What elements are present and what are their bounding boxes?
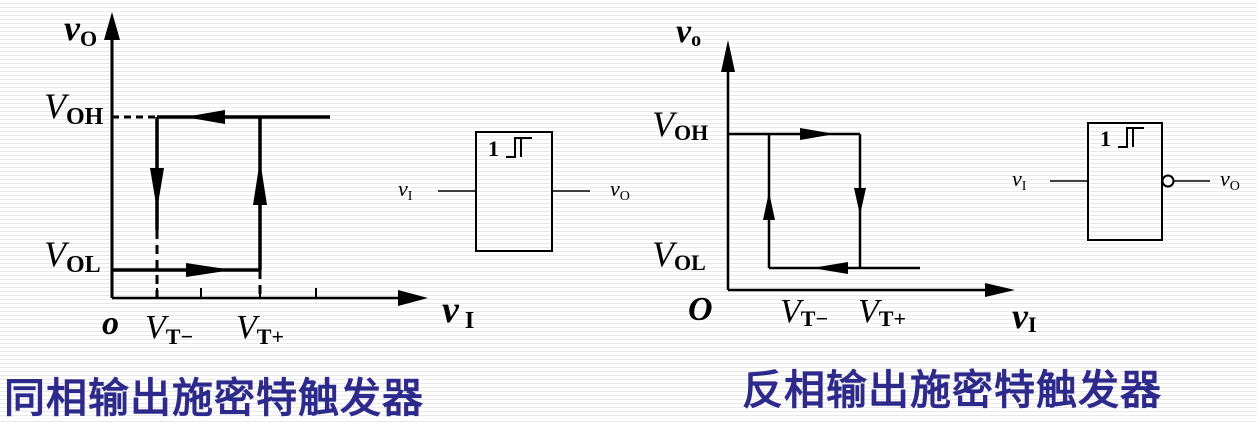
right-low-line-arrowhead xyxy=(812,262,848,274)
right-gate-symbol: 1 vI vO xyxy=(1012,122,1240,241)
right-vin-label: vI xyxy=(1012,296,1037,337)
inverting-schmitt-caption: 反相输出施密特触发器 xyxy=(742,366,1162,414)
right-voh-label: VOH xyxy=(652,104,708,145)
left-falling-edge-arrowhead xyxy=(150,168,164,210)
right-transfer-characteristic: vo VOH VOL O VT− VT+ vI xyxy=(652,13,1037,337)
right-rising-edge-arrowhead xyxy=(763,192,775,220)
right-hysteresis-icon xyxy=(1118,127,1144,148)
left-vout-label: vO xyxy=(64,8,97,51)
left-voh-label: VOH xyxy=(44,86,104,130)
right-x-axis-arrowhead xyxy=(985,283,1015,297)
noninverting-schmitt-caption: 同相输出施密特触发器 xyxy=(4,374,424,422)
right-falling-edge-arrowhead xyxy=(854,188,866,215)
left-gate-symbol: 1 vI vO xyxy=(398,131,630,252)
left-vol-label: VOL xyxy=(44,234,101,278)
right-gate-label: 1 xyxy=(1100,126,1111,151)
left-hysteresis-icon xyxy=(506,137,532,158)
left-y-axis-arrowhead xyxy=(104,12,120,40)
left-gate-output-label: vO xyxy=(610,176,630,204)
left-gate-label: 1 xyxy=(488,136,499,161)
right-gate-input-label: vI xyxy=(1012,166,1027,194)
left-vtplus-label: VT+ xyxy=(236,309,284,349)
left-x-axis-arrowhead xyxy=(398,290,428,306)
left-low-line-arrowhead xyxy=(186,263,232,277)
right-vol-label: VOL xyxy=(652,234,706,275)
inverter-bubble-icon xyxy=(1161,174,1175,188)
right-vout-label: vo xyxy=(676,13,701,51)
left-gate-input-label: vI xyxy=(398,176,413,204)
left-vtminus-label: VT− xyxy=(145,309,193,349)
right-high-line-arrowhead xyxy=(800,128,835,140)
right-vtminus-label: VT− xyxy=(780,293,828,331)
left-rising-edge-arrowhead xyxy=(253,160,267,205)
right-vtplus-label: VT+ xyxy=(858,293,906,331)
left-origin-label: o xyxy=(102,305,119,342)
right-y-axis-arrowhead xyxy=(721,40,735,72)
right-gate-output-label: vO xyxy=(1220,166,1240,194)
right-origin-label: O xyxy=(688,291,713,328)
left-high-line-arrowhead xyxy=(185,110,225,124)
